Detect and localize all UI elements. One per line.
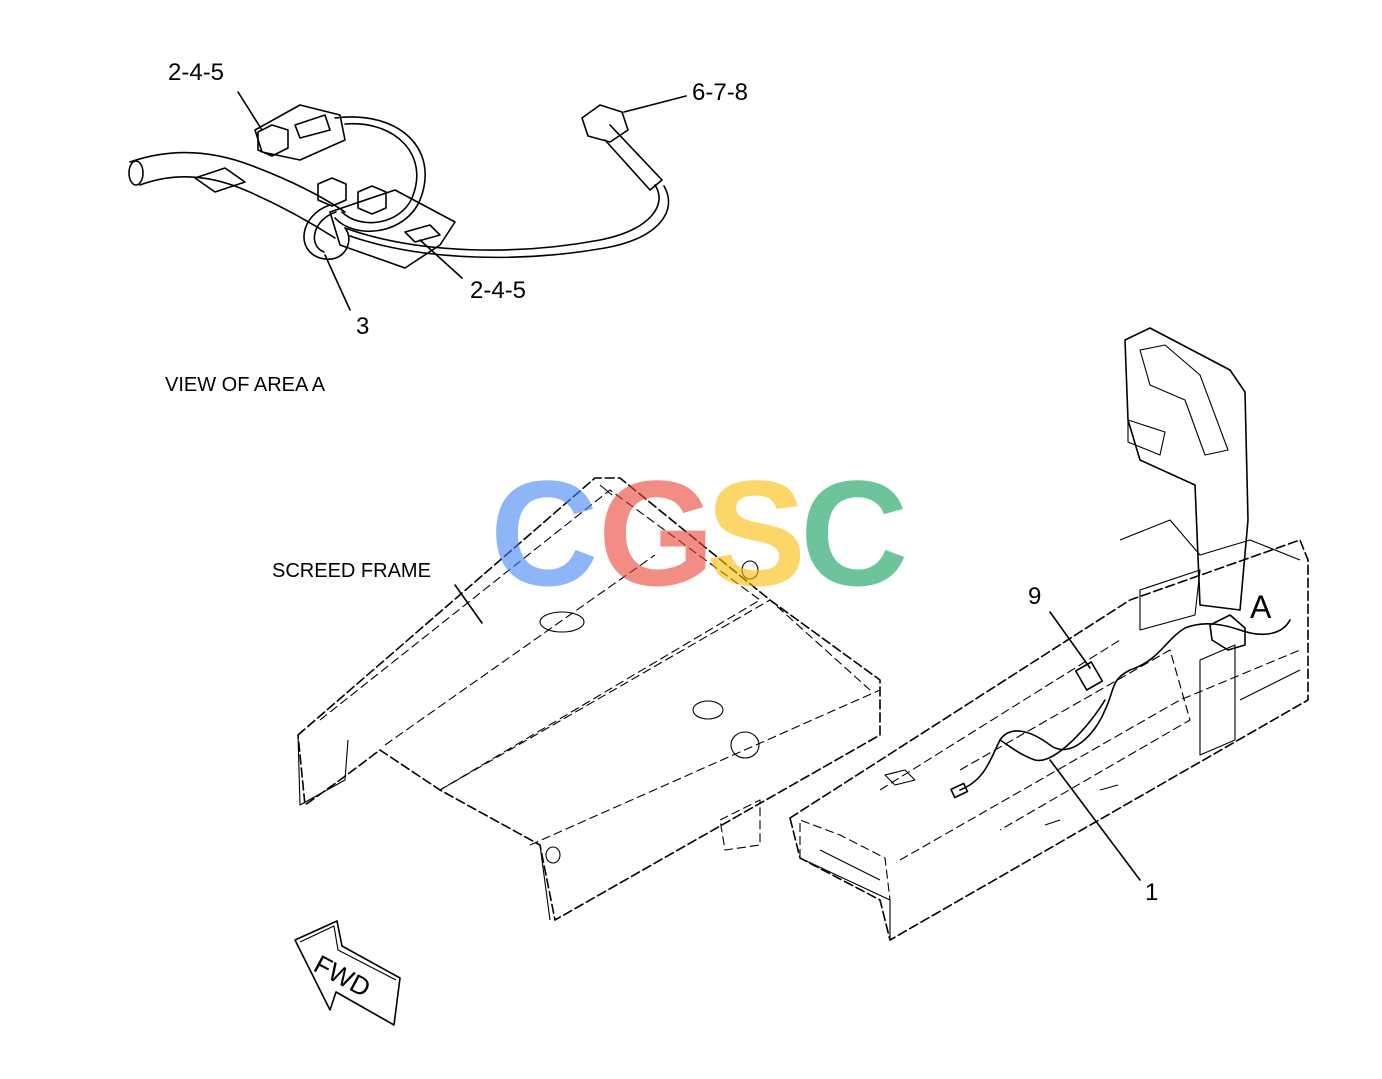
right-frame-assembly (789, 327, 1309, 941)
wiring-harness (950, 611, 1291, 881)
callout-9: 9 (1028, 583, 1041, 610)
view-of-area-a-label: VIEW OF AREA A (165, 374, 326, 396)
callout-2-4-5-middle: 2-4-5 (470, 277, 526, 304)
callout-6-7-8: 6-7-8 (692, 79, 748, 106)
area-a-marker: A (1250, 589, 1272, 625)
watermark-letter-g: G (598, 449, 715, 617)
watermark-letter-c2: C (800, 449, 908, 617)
callout-3: 3 (356, 313, 369, 340)
watermark-letter-c1: C (490, 449, 598, 617)
callout-1: 1 (1145, 879, 1158, 906)
watermark-letter-s: S (706, 449, 806, 617)
cgsc-watermark: C G S C (490, 449, 908, 617)
callout-2-4-5-top: 2-4-5 (168, 59, 224, 86)
fwd-arrow (294, 920, 401, 1026)
detail-view-area-a (128, 91, 687, 311)
screed-frame-label: SCREED FRAME (272, 560, 431, 582)
screed-frame (297, 477, 881, 921)
